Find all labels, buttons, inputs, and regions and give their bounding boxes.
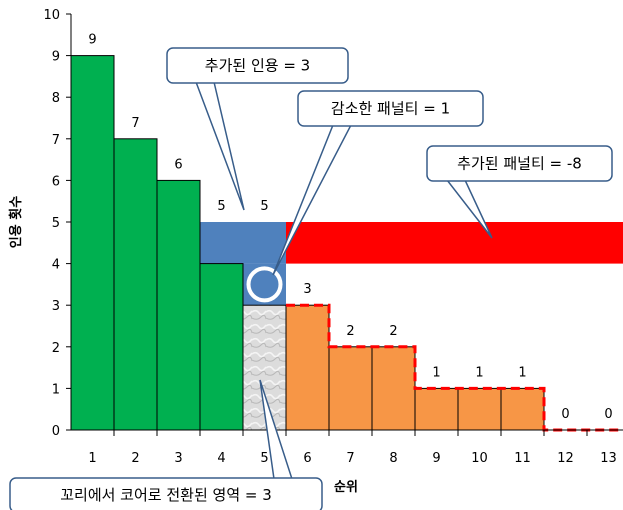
y-tick-label: 9 bbox=[52, 50, 60, 65]
y-tick-label: 2 bbox=[52, 341, 60, 356]
added-citations-callout-pointer bbox=[194, 81, 245, 211]
y-tick-label: 7 bbox=[52, 133, 60, 148]
x-tick-label: 7 bbox=[346, 451, 354, 466]
x-tick-label: 13 bbox=[600, 451, 617, 466]
bar-tail-11 bbox=[500, 387, 545, 431]
y-tick-label: 3 bbox=[52, 299, 60, 314]
y-axis-title: 인용 횟수 bbox=[8, 196, 24, 248]
x-tick-label: 6 bbox=[303, 451, 311, 466]
data-label: 9 bbox=[88, 33, 96, 48]
added-penalty-callout-mask bbox=[429, 148, 610, 179]
x-tick-label: 10 bbox=[471, 451, 488, 466]
fill-layer bbox=[200, 222, 623, 430]
tail-dashed-outline bbox=[286, 303, 623, 432]
callout-layer: 추가된 인용 = 3 감소한 패널티 = 1 추가된 패널티 = -8 꼬리에서 코어… bbox=[9, 47, 613, 510]
y-tick-label: 1 bbox=[52, 382, 60, 397]
bar-core-1 bbox=[70, 55, 115, 431]
x-tick-label: 8 bbox=[389, 451, 397, 466]
bar-tail-10 bbox=[457, 387, 502, 431]
y-tick-label: 10 bbox=[43, 8, 60, 23]
reduced-penalty-marker bbox=[246, 266, 283, 303]
y-tick-label: 6 bbox=[52, 174, 60, 189]
bar-core-4 bbox=[199, 263, 244, 431]
converted-region-callout-text: 꼬리에서 코어로 전환된 영역 = 3 bbox=[60, 486, 272, 504]
x-tick-label: 1 bbox=[88, 451, 96, 466]
data-label: 1 bbox=[475, 365, 483, 380]
data-label: 1 bbox=[518, 365, 526, 380]
x-tick-label: 12 bbox=[557, 451, 574, 466]
added-citations-callout-mask bbox=[169, 50, 346, 81]
x-tick-label: 5 bbox=[260, 451, 268, 466]
data-label: 3 bbox=[303, 282, 311, 297]
overlay-layer bbox=[246, 266, 623, 432]
data-label: 0 bbox=[561, 407, 569, 422]
added-citations-callout-text: 추가된 인용 = 3 bbox=[205, 57, 310, 75]
added-citations-bar bbox=[200, 222, 286, 264]
bar-core-2 bbox=[113, 138, 158, 431]
y-tick-label: 4 bbox=[52, 258, 60, 273]
y-tick-label: 5 bbox=[52, 216, 60, 231]
x-tick-label: 2 bbox=[131, 451, 139, 466]
data-label: 6 bbox=[174, 157, 182, 172]
added-penalty-band bbox=[286, 222, 623, 264]
x-tick-label: 11 bbox=[514, 451, 531, 466]
data-label: 2 bbox=[389, 324, 397, 339]
bar-layer bbox=[70, 55, 545, 431]
reduced-penalty-callout-mask bbox=[300, 93, 481, 124]
x-axis-title: 순위 bbox=[334, 480, 358, 495]
data-label: 5 bbox=[217, 199, 225, 214]
data-label: 1 bbox=[432, 365, 440, 380]
data-label: 0 bbox=[604, 407, 612, 422]
added-penalty-callout-text: 추가된 패널티 = -8 bbox=[457, 155, 582, 173]
bar-tail-7 bbox=[328, 346, 373, 431]
bar-tail-8 bbox=[371, 346, 416, 431]
data-label: 2 bbox=[346, 324, 354, 339]
bar-tail-6 bbox=[285, 304, 330, 431]
converted-region-callout-mask bbox=[12, 480, 320, 510]
x-tick-label: 9 bbox=[432, 451, 440, 466]
bar-tail-9 bbox=[414, 387, 459, 431]
data-label: 5 bbox=[260, 199, 268, 214]
x-tick-label: 4 bbox=[217, 451, 225, 466]
axes-layer bbox=[66, 13, 623, 436]
x-tick-label: 3 bbox=[174, 451, 182, 466]
bar-core-3 bbox=[156, 179, 201, 431]
reduced-penalty-callout-text: 감소한 패널티 = 1 bbox=[331, 100, 450, 118]
data-label: 7 bbox=[131, 116, 139, 131]
y-tick-label: 0 bbox=[52, 424, 60, 439]
y-tick-label: 8 bbox=[52, 91, 60, 106]
